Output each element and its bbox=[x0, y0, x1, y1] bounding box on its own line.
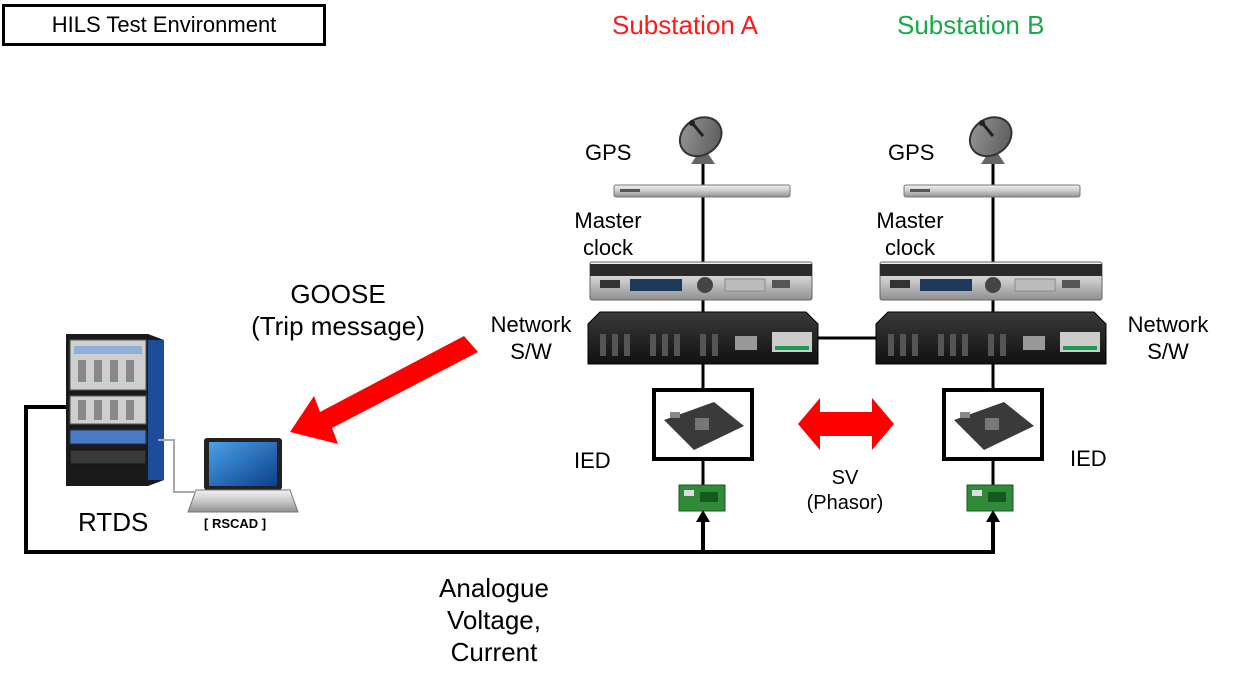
gps-dish-icon bbox=[678, 116, 723, 164]
sv-double-arrow bbox=[798, 398, 894, 450]
diagram-title: HILS Test Environment bbox=[2, 4, 326, 46]
analogue-board-b bbox=[966, 484, 1014, 512]
gps-label-a: GPS bbox=[585, 140, 632, 165]
laptop-cable bbox=[158, 439, 196, 493]
network-switch-a bbox=[587, 311, 819, 365]
rscad-label: [ RSCAD ] bbox=[204, 516, 267, 531]
gps-receiver-b bbox=[903, 184, 1081, 198]
sv-label: SV(Phasor) bbox=[806, 467, 884, 514]
analogue-wiring bbox=[24, 405, 995, 554]
ied-label-b: IED bbox=[1070, 446, 1107, 471]
goose-arrow bbox=[290, 336, 478, 444]
gps-receiver-a bbox=[613, 184, 791, 198]
arrowhead-a bbox=[696, 510, 710, 522]
substation-a-title: Substation A bbox=[612, 10, 758, 40]
rtds-label: RTDS bbox=[78, 507, 149, 537]
goose-label: GOOSE(Trip message) bbox=[251, 279, 425, 341]
gps-dish-icon bbox=[968, 116, 1013, 164]
ied-a bbox=[652, 388, 754, 461]
ied-b bbox=[942, 388, 1044, 461]
analogue-board-a bbox=[678, 484, 726, 512]
laptop-icon bbox=[187, 438, 299, 513]
master-clock-b bbox=[879, 261, 1103, 301]
gps-label-b: GPS bbox=[888, 140, 935, 165]
rtds-rack bbox=[66, 334, 164, 486]
substation-b-title: Substation B bbox=[897, 10, 1045, 40]
ied-label-a: IED bbox=[574, 448, 611, 473]
master-clock-a bbox=[589, 261, 813, 301]
arrowhead-b bbox=[986, 510, 1000, 522]
network-switch-b bbox=[875, 311, 1107, 365]
